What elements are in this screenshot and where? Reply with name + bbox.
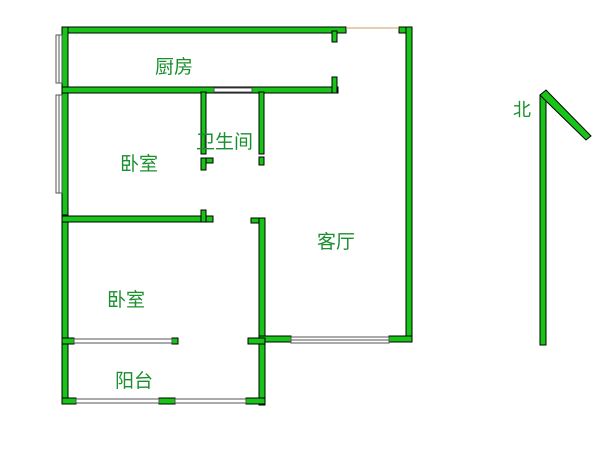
window-kitchen-bottom <box>213 87 253 93</box>
wall-bedroom-divider <box>61 215 214 223</box>
window-bedroom-balcony <box>73 338 173 344</box>
wall-bath-left-stub <box>200 157 207 171</box>
wall-kitchen-bottom <box>61 86 339 94</box>
wall-bedroom-lower-right <box>258 217 266 406</box>
label-bedroom-lower: 卧室 <box>107 289 145 311</box>
wall-bedroom-divider-stub <box>200 209 207 223</box>
wall-bath-right-stub <box>258 156 265 166</box>
wall-right <box>405 26 413 343</box>
wall-top <box>61 26 347 34</box>
wall-balcony-divider-far <box>247 337 266 345</box>
wall-balcony-divider <box>61 337 75 345</box>
wall-balcony-bottom-right <box>245 397 266 405</box>
walls <box>61 26 413 406</box>
wall-left-lower <box>61 214 69 404</box>
wall-living-bottom-right <box>388 335 413 343</box>
wall-balcony-bottom-mid <box>158 397 176 405</box>
window-balcony-bottom-right <box>174 398 247 404</box>
label-bathroom: 卫生间 <box>196 131 253 153</box>
label-kitchen: 厨房 <box>155 56 193 78</box>
wall-balcony-divider-right <box>171 337 179 345</box>
window-balcony-bottom-left <box>75 398 160 404</box>
wall-bath-right-top <box>258 91 265 155</box>
wall-kitchen-right-stub-top <box>331 30 338 43</box>
wall-balcony-bottom-left <box>61 397 77 405</box>
wall-left-bedroom <box>61 89 69 221</box>
label-living-room: 客厅 <box>317 231 355 253</box>
windows <box>55 27 399 404</box>
label-bedroom-upper: 卧室 <box>120 153 158 175</box>
north-arrow-icon <box>539 89 592 346</box>
label-balcony: 阳台 <box>115 370 153 392</box>
north-label: 北 <box>513 100 531 121</box>
wall-kitchen-right-stub-bottom <box>331 76 338 94</box>
wall-bath-left-top <box>200 91 207 155</box>
